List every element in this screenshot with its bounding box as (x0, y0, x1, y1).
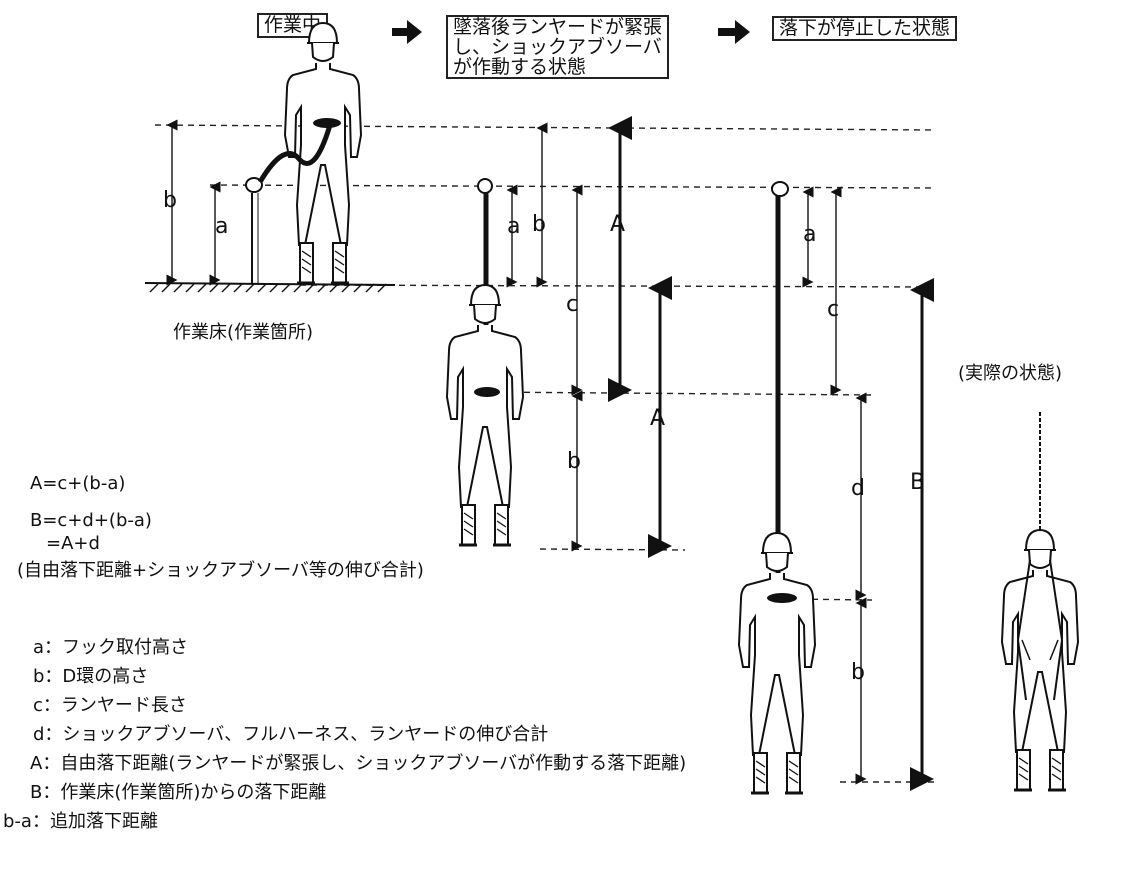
dim-c-stage3: c (827, 297, 840, 322)
dim-d-stage3: d (851, 476, 865, 501)
stage-working-label: 作業中 (264, 14, 322, 36)
stage-stopped-label: 落下が停止した状態 (779, 17, 951, 39)
dim-A-stage2-top: A (610, 212, 626, 237)
legend-a: a：フック取付高さ (33, 637, 189, 658)
dim-b-stage2-top: b (532, 212, 546, 237)
legend-B: B：作業床(作業箇所)からの落下距離 (30, 782, 327, 803)
dim-b-stage2-bottom: b (567, 449, 581, 474)
stage-tensioned-box: 墜落後ランヤードが緊張 し、ショックアブソーバ が作動する状態 (446, 15, 670, 79)
dim-a-stage2: a (507, 214, 521, 239)
dim-B-stage3: B (910, 470, 926, 495)
worker-actual-state (1000, 528, 1080, 792)
stage-stopped-box: 落下が停止した状態 (772, 16, 958, 41)
worker-working (283, 21, 363, 285)
worker-stopped (737, 531, 817, 795)
dim-b-stage3: b (851, 660, 865, 685)
legend-b-minus-a: b-a：追加落下距離 (3, 811, 158, 832)
formula-B-equals: =A+d (46, 533, 100, 554)
dim-b-stage1: b (163, 188, 177, 213)
stage-tensioned-line2: し、ショックアブソーバ (453, 36, 662, 58)
dim-c-stage2: c (566, 292, 579, 317)
dim-a-stage3: a (803, 222, 817, 247)
dim-a-stage1: a (215, 214, 229, 239)
formula-B: B=c+d+(b-a) (30, 510, 152, 531)
legend-d: d：ショックアブソーバ、フルハーネス、ランヤードの伸び合計 (33, 724, 549, 745)
dim-A-stage2-bottom: A (650, 406, 666, 431)
actual-state-label: (実際の状態) (958, 363, 1063, 384)
formula-note: (自由落下距離+ショックアブソーバ等の伸び合計) (17, 560, 424, 581)
formula-A: A=c+(b-a) (30, 473, 126, 494)
work-floor-label: 作業床(作業箇所) (173, 322, 314, 343)
stage-tensioned-line3: が作動する状態 (453, 56, 587, 78)
legend-A: A：自由落下距離(ランヤードが緊張し、ショックアブソーバが作動する落下距離) (30, 753, 687, 774)
worker-tensioned (445, 283, 525, 547)
legend-c: c：ランヤード長さ (33, 695, 187, 716)
stage-tensioned-line1: 墜落後ランヤードが緊張 (453, 16, 663, 38)
legend-b: b：D環の高さ (33, 666, 149, 687)
